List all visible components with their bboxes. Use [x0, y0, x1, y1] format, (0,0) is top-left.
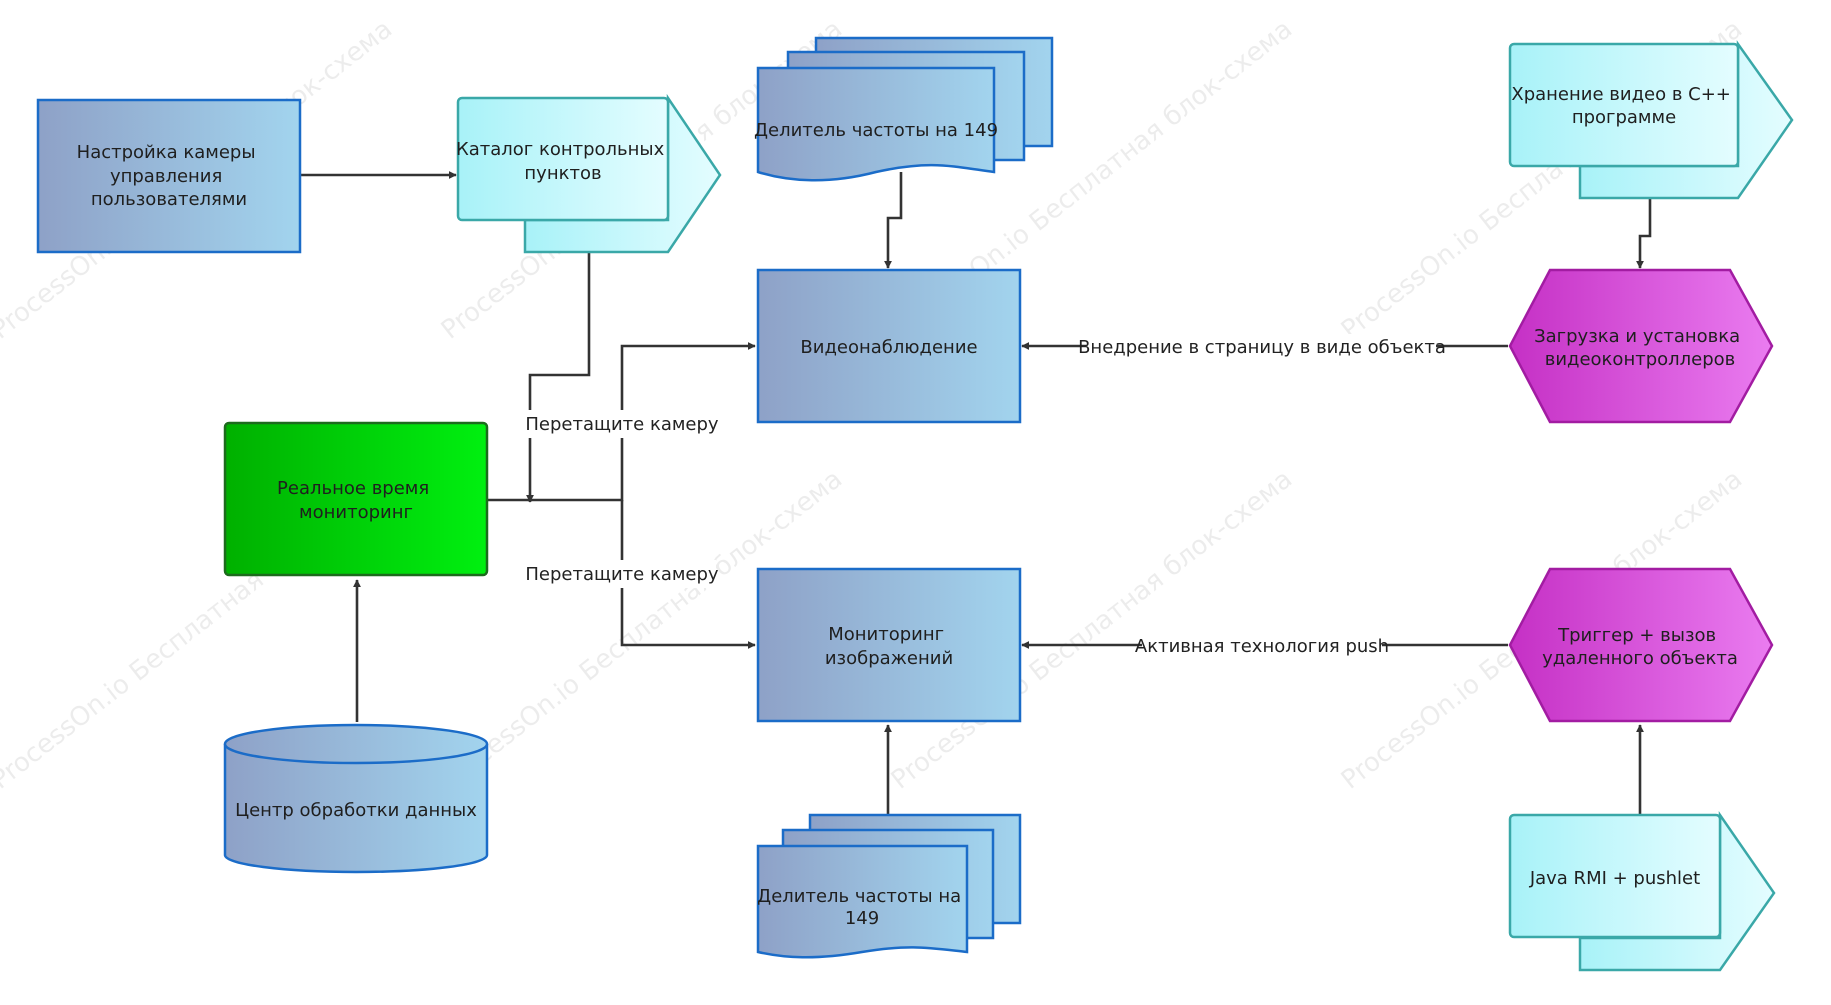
svg-text:Триггер + вызов удаленно: Триггер + вызов удаленного объекта	[1542, 625, 1738, 669]
edge-label-embed-object: Внедрение в страницу в виде объекта	[1078, 337, 1446, 358]
svg-text:Реальное время мониторин: Реальное время мониторинг	[277, 478, 435, 523]
edge-divider-top-to-video	[884, 172, 903, 269]
node-trigger-remote-line: удаленного объекта	[1542, 648, 1738, 669]
node-load-controllers-line: Загрузка и установка	[1534, 326, 1740, 347]
node-checkpoint-catalog-line: пунктов	[524, 163, 601, 184]
node-camera-setup[interactable]: Настройка камеры управления пользователя…	[36, 98, 302, 254]
svg-text:Загрузка и установка вид: Загрузка и установка видеоконтроллеров	[1534, 326, 1746, 370]
edge-storage-to-loader	[1636, 198, 1652, 269]
node-camera-setup-line: пользователями	[91, 189, 247, 210]
edge-catalog-to-realtime	[526, 252, 591, 503]
node-image-monitoring-line: Мониторинг	[828, 624, 944, 645]
node-realtime-monitoring[interactable]: Реальное время мониторинг	[223, 421, 489, 577]
edge-label-drag-camera-bottom: Перетащите камеру	[525, 564, 719, 585]
edge-labels: Перетащите камеру Перетащите камеру Внед…	[525, 334, 1446, 659]
node-load-controllers[interactable]: Загрузка и установка видеоконтроллеров	[1508, 268, 1774, 424]
node-video-storage[interactable]: Хранение видео в C++ программе	[1508, 40, 1794, 200]
edge-label-drag-camera-top: Перетащите камеру	[525, 414, 719, 435]
node-data-center[interactable]: Центр обработки данных	[223, 723, 489, 874]
node-trigger-remote[interactable]: Триггер + вызов удаленного объекта	[1508, 567, 1774, 723]
node-camera-setup-line: Настройка камеры	[77, 142, 256, 163]
edge-label-push-tech: Активная технология push	[1135, 636, 1389, 657]
svg-text:Хранение видео в C++ про: Хранение видео в C++ программе	[1511, 84, 1736, 128]
node-checkpoint-catalog[interactable]: Каталог контрольных пунктов	[456, 93, 722, 254]
svg-text:Видеонаблюдение: Видеонаблюдение	[800, 337, 977, 358]
node-java-rmi-line: Java RMI + pushlet	[1529, 868, 1700, 889]
node-video-surveillance-line: Видеонаблюдение	[800, 337, 977, 358]
node-realtime-monitoring-line: мониторинг	[299, 502, 413, 523]
node-trigger-remote-line: Триггер + вызов	[1557, 625, 1716, 646]
node-load-controllers-line: видеоконтроллеров	[1545, 349, 1736, 370]
node-camera-setup-line: управления	[110, 166, 222, 187]
node-video-surveillance[interactable]: Видеонаблюдение	[756, 268, 1022, 424]
svg-text:Каталог контрольных пунк: Каталог контрольных пунктов	[456, 139, 670, 184]
node-freq-divider-bottom-line: 149	[845, 908, 879, 929]
svg-text:Делитель частоты на 149: Делитель частоты на 149	[754, 120, 998, 141]
node-realtime-monitoring-line: Реальное время	[277, 478, 429, 499]
node-image-monitoring[interactable]: Мониторинг изображений	[756, 567, 1022, 723]
node-freq-divider-top[interactable]: Делитель частоты на 149	[754, 36, 1054, 182]
svg-text:Делитель частоты на 149: Делитель частоты на 149	[757, 886, 967, 929]
svg-text:Java RMI + pushlet: Java RMI + pushlet	[1529, 868, 1700, 889]
node-checkpoint-catalog-line: Каталог контрольных	[456, 139, 665, 160]
node-video-storage-line: программе	[1572, 107, 1676, 128]
svg-text:Центр обработки данных: Центр обработки данных	[235, 800, 477, 821]
node-java-rmi[interactable]: Java RMI + pushlet	[1508, 810, 1776, 972]
node-video-storage-line: Хранение видео в C++	[1511, 84, 1731, 105]
svg-text:Настройка камеры управле: Настройка камеры управления пользователя…	[77, 142, 262, 210]
node-data-center-line: Центр обработки данных	[235, 800, 477, 821]
node-image-monitoring-line: изображений	[825, 648, 953, 669]
edge-realtime-to-image	[620, 500, 756, 649]
node-freq-divider-top-line: Делитель частоты на 149	[754, 120, 998, 141]
node-freq-divider-bottom[interactable]: Делитель частоты на 149	[756, 813, 1022, 959]
svg-text:Мониторинг изображений: Мониторинг изображений	[825, 624, 953, 669]
node-freq-divider-bottom-line: Делитель частоты на	[757, 886, 961, 907]
